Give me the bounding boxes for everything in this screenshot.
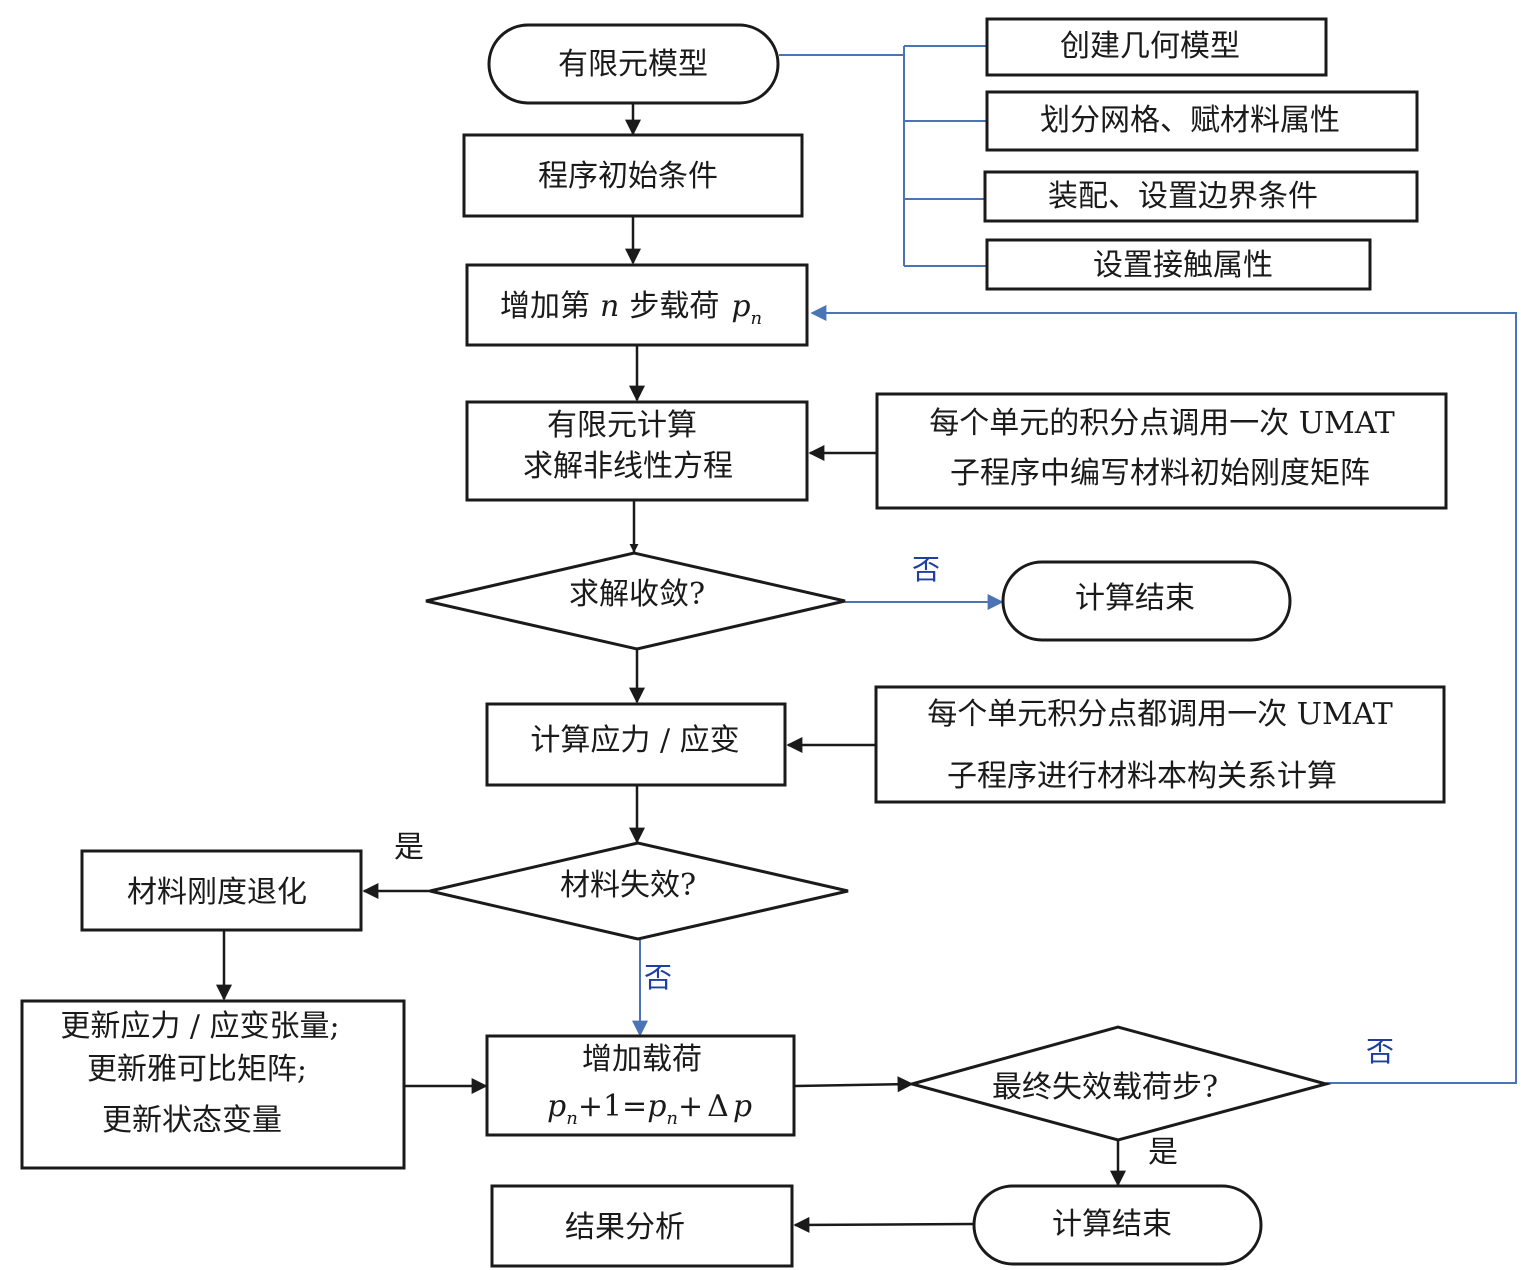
sub-contact-label: 设置接触属性 (1093, 248, 1273, 283)
label-failure-no: 否 (644, 961, 672, 994)
node-end-2: 计算结束 (972, 1184, 1263, 1266)
label-final-yes: 是 (1148, 1135, 1178, 1170)
node-end-1: 计算结束 (1001, 560, 1292, 642)
init-conditions-label: 程序初始条件 (538, 159, 718, 194)
node-umat-constitutive: 每个单元积分点都调用一次 UMAT 子程序进行材料本构关系计算 (874, 685, 1446, 804)
node-update: 更新应力 / 应变张量; 更新雅可比矩阵; 更新状态变量 (20, 999, 406, 1170)
connectors (216, 45, 1517, 1233)
label-failure-yes: 是 (394, 830, 424, 865)
arrow-increment-to-final (794, 1076, 914, 1093)
fem-calc-line2: 求解非线性方程 (523, 449, 733, 484)
stress-strain-label: 计算应力 / 应变 (530, 723, 739, 758)
node-init-conditions: 程序初始条件 (462, 133, 804, 218)
umat-constitutive-line1: 每个单元积分点都调用一次 UMAT (927, 697, 1393, 732)
end-1-label: 计算结束 (1075, 581, 1195, 616)
node-stiffness-degradation: 材料刚度退化 (80, 849, 363, 932)
stiffness-degradation-label: 材料刚度退化 (127, 875, 307, 910)
node-fem-calc: 有限元计算 求解非线性方程 (465, 400, 809, 502)
sub-geometry-label: 创建几何模型 (1060, 29, 1240, 64)
node-sub-mesh: 划分网格、赋材料属性 (985, 90, 1419, 152)
update-line1: 更新应力 / 应变张量; (60, 1009, 339, 1044)
arrow-final-no-loop (810, 305, 1517, 1084)
node-result-analysis: 结果分析 (490, 1184, 794, 1268)
node-sub-contact: 设置接触属性 (985, 238, 1372, 291)
update-line2: 更新雅可比矩阵; (87, 1052, 307, 1087)
node-failure-decision: 材料失效? (429, 841, 849, 941)
label-converge-no: 否 (912, 553, 940, 586)
result-analysis-label: 结果分析 (565, 1210, 685, 1245)
sub-assembly-label: 装配、设置边界条件 (1048, 179, 1318, 214)
end-2-label: 计算结束 (1052, 1207, 1172, 1242)
update-line3: 更新状态变量 (102, 1103, 282, 1138)
fem-model-label: 有限元模型 (558, 47, 708, 82)
load-increment-line1: 增加载荷 (582, 1042, 702, 1077)
umat-init-line2: 子程序中编写材料初始刚度矩阵 (950, 456, 1370, 491)
converge-label: 求解收敛? (569, 577, 705, 612)
node-sub-assembly: 装配、设置边界条件 (983, 170, 1419, 223)
node-sub-geometry: 创建几何模型 (985, 17, 1328, 77)
node-stress-strain: 计算应力 / 应变 (485, 702, 787, 787)
node-umat-init: 每个单元的积分点调用一次 UMAT 子程序中编写材料初始刚度矩阵 (875, 392, 1448, 510)
node-fem-model: 有限元模型 (487, 23, 780, 105)
arrow-end-to-result (793, 1216, 974, 1233)
umat-constitutive-line2: 子程序进行材料本构关系计算 (947, 759, 1337, 794)
fem-calc-line1: 有限元计算 (547, 408, 697, 443)
final-step-label: 最终失效载荷步? (992, 1070, 1218, 1105)
label-final-no: 否 (1366, 1035, 1394, 1068)
node-converge-decision: 求解收敛? (425, 551, 846, 651)
sub-mesh-label: 划分网格、赋材料属性 (1040, 103, 1340, 138)
umat-init-line1: 每个单元的积分点调用一次 UMAT (929, 406, 1395, 441)
node-final-step-decision: 最终失效载荷步? (906, 1025, 1332, 1142)
failure-label: 材料失效? (560, 868, 696, 903)
